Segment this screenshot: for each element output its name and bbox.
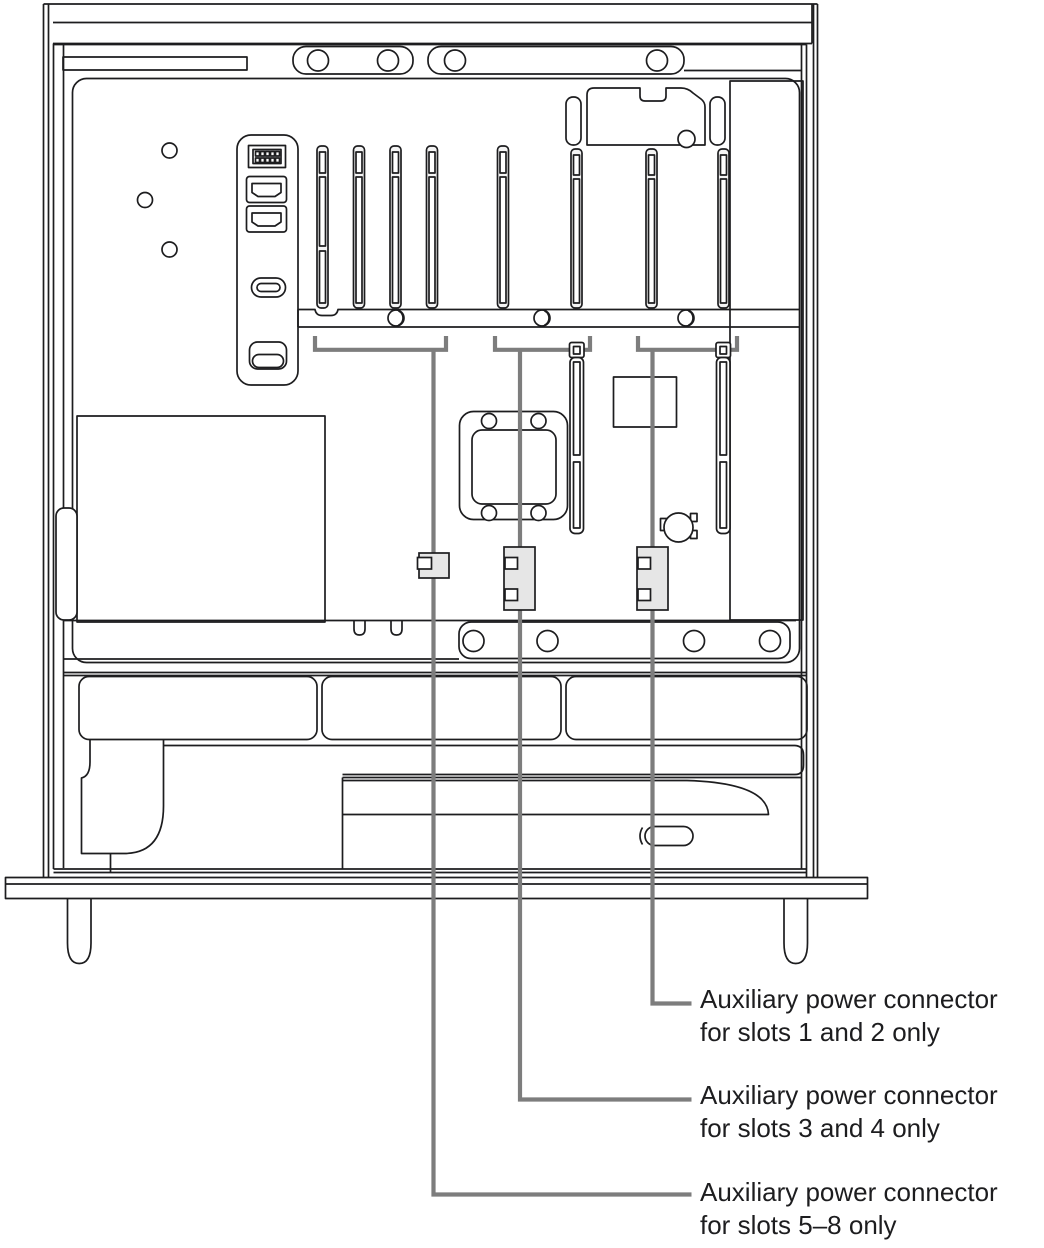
pcie-slot bbox=[645, 148, 658, 309]
callout-text-line: Auxiliary power connector bbox=[700, 1080, 998, 1110]
pcie-slots bbox=[316, 145, 730, 309]
top-right-bracket bbox=[565, 87, 726, 149]
riser-slots bbox=[568, 341, 732, 535]
cpu-socket bbox=[458, 410, 569, 522]
bar-screw bbox=[677, 309, 695, 327]
callout-text-line: Auxiliary power connector bbox=[700, 984, 998, 1014]
base-stand bbox=[4, 876, 869, 965]
riser-slot bbox=[715, 341, 732, 535]
bracket-slots-1-2 bbox=[635, 336, 740, 352]
aux-connector-slots-5-8 bbox=[416, 552, 450, 579]
bracket-slots-3-4 bbox=[492, 336, 593, 352]
pcie-slot bbox=[352, 145, 366, 309]
chip-outline bbox=[612, 376, 678, 428]
callout-text-line: for slots 5–8 only bbox=[700, 1210, 897, 1240]
fan-modules bbox=[53, 675, 808, 874]
pcie-slot bbox=[316, 145, 329, 309]
display-port-1 bbox=[245, 175, 288, 204]
pcie-slot bbox=[717, 148, 730, 309]
usb-c-port bbox=[250, 277, 287, 298]
leader-slots-5-8 bbox=[431, 349, 692, 1197]
bottom-port bbox=[248, 341, 288, 370]
pcie-slot bbox=[425, 145, 439, 309]
pcie-slot bbox=[570, 148, 583, 309]
leader-slots-3-4 bbox=[517, 349, 692, 1102]
callout-text-line: for slots 3 and 4 only bbox=[700, 1113, 940, 1143]
bar-screw bbox=[533, 309, 551, 327]
callout-label-slots-5-8: Auxiliary power connector for slots 5–8 … bbox=[700, 1176, 1044, 1242]
foot-left bbox=[66, 898, 92, 965]
logic-board bbox=[71, 77, 801, 664]
pcie-slot bbox=[496, 145, 510, 309]
riser-slot bbox=[568, 341, 585, 535]
foot-right bbox=[783, 898, 809, 965]
power-supply-box bbox=[55, 415, 326, 623]
io-ports-panel bbox=[236, 134, 299, 386]
case-frame bbox=[42, 3, 819, 877]
callout-leader-lines bbox=[312, 336, 740, 1197]
display-port-2 bbox=[245, 205, 288, 233]
slot-retainer-bar bbox=[297, 308, 800, 328]
callout-text-line: Auxiliary power connector bbox=[700, 1177, 998, 1207]
bracket-slots-5-8 bbox=[312, 336, 449, 352]
aux-power-connectors bbox=[416, 546, 669, 611]
callout-label-slots-1-2: Auxiliary power connector for slots 1 an… bbox=[700, 983, 1044, 1049]
aux-connector-slots-1-2 bbox=[636, 546, 669, 611]
air-duct bbox=[80, 739, 165, 855]
callout-text-line: for slots 1 and 2 only bbox=[700, 1017, 940, 1047]
battery bbox=[659, 512, 698, 543]
bar-screw bbox=[387, 309, 405, 327]
chassis-screw-holes bbox=[136, 142, 178, 258]
pcie-slot bbox=[389, 145, 402, 309]
top-screw-rails bbox=[62, 45, 801, 75]
callout-label-slots-3-4: Auxiliary power connector for slots 3 an… bbox=[700, 1079, 1044, 1145]
aux-connector-slots-3-4 bbox=[503, 546, 536, 611]
pin-grid-connector bbox=[247, 144, 287, 169]
right-side-panel bbox=[729, 80, 804, 621]
